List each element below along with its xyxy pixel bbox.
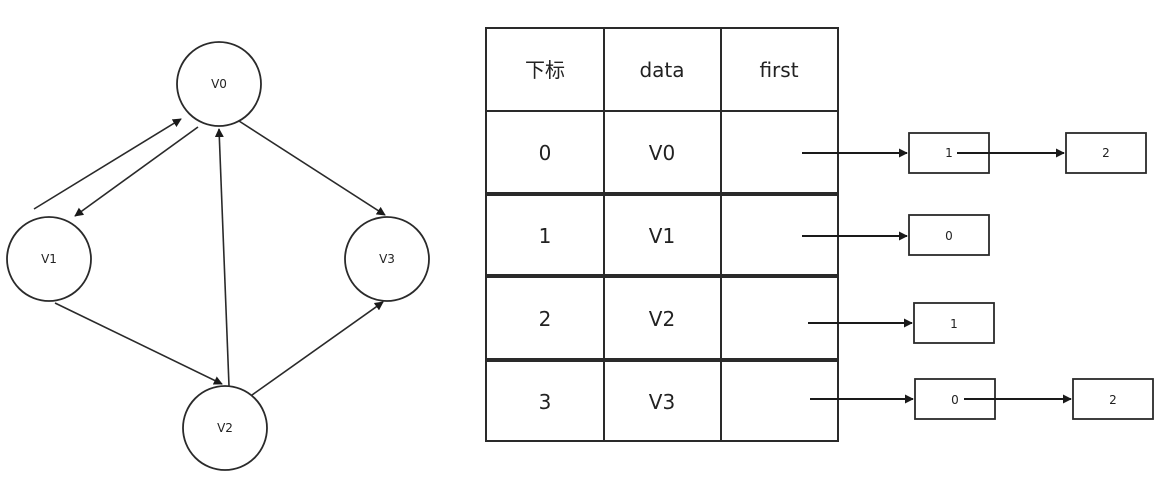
list-node-value: 0 (951, 393, 959, 407)
row-cell-data (603, 110, 722, 194)
node-v0: V0 (176, 41, 262, 127)
node-circle (182, 385, 268, 471)
edge-v2-to-v0 (214, 128, 230, 387)
adjacency-list-v3: 0 2 (810, 378, 1154, 420)
node-v3: V3 (344, 216, 430, 302)
table-header-data: data (639, 58, 684, 82)
table-row: 1 V1 (485, 194, 839, 276)
adjacency-list-v1: 0 (802, 214, 990, 256)
header-cell-data (603, 27, 722, 112)
row-data: V0 (649, 141, 675, 165)
edge-v1-to-v2 (54, 302, 223, 385)
list-node (913, 302, 995, 344)
list-node (908, 214, 990, 256)
edge-v2-to-v3 (251, 301, 384, 396)
adjacency-list-v2: 1 (808, 302, 995, 344)
node-label: V2 (217, 421, 233, 435)
row-cell-index (485, 276, 605, 360)
table-row: 3 V3 (485, 360, 839, 442)
row-cell-index (485, 194, 605, 276)
row-index: 3 (539, 390, 552, 414)
list-node-value: 0 (945, 229, 953, 243)
node-circle (6, 216, 92, 302)
adjacency-list-v0: 1 2 (802, 132, 1147, 174)
edge-v1-to-v0 (33, 118, 182, 210)
edge-v0-to-v3 (238, 120, 386, 216)
list-node-value: 1 (945, 146, 953, 160)
list-node (1072, 378, 1154, 420)
node-circle (176, 41, 262, 127)
list-node-value: 2 (1102, 146, 1110, 160)
row-data: V1 (649, 224, 675, 248)
table-row: 0 V0 (485, 110, 839, 194)
node-label: V3 (379, 252, 395, 266)
list-node (1065, 132, 1147, 174)
node-v1: V1 (6, 216, 92, 302)
row-cell-index (485, 110, 605, 194)
list-node-value: 1 (950, 317, 958, 331)
vertex-table: 下标 data first 0 V0 1 V1 2 V2 (485, 27, 839, 442)
row-data: V3 (649, 390, 675, 414)
table-row: 2 V2 (485, 276, 839, 360)
graph: V0 V1 V2 V3 (6, 41, 430, 471)
row-cell-first (720, 360, 839, 442)
list-node-value: 2 (1109, 393, 1117, 407)
row-index: 0 (539, 141, 552, 165)
node-v2: V2 (182, 385, 268, 471)
row-index: 2 (539, 307, 552, 331)
header-cell-index (485, 27, 605, 112)
node-label: V1 (41, 252, 57, 266)
edge-v0-to-v1 (74, 126, 199, 217)
table-header-first: first (759, 58, 798, 82)
row-data: V2 (649, 307, 675, 331)
table-header-index: 下标 (525, 58, 565, 82)
row-cell-first (720, 276, 839, 360)
node-label: V0 (211, 77, 227, 91)
node-circle (344, 216, 430, 302)
adjacency-lists: 1 2 0 1 0 2 (802, 132, 1154, 420)
row-index: 1 (539, 224, 552, 248)
row-cell-data (603, 360, 722, 442)
row-cell-data (603, 276, 722, 360)
